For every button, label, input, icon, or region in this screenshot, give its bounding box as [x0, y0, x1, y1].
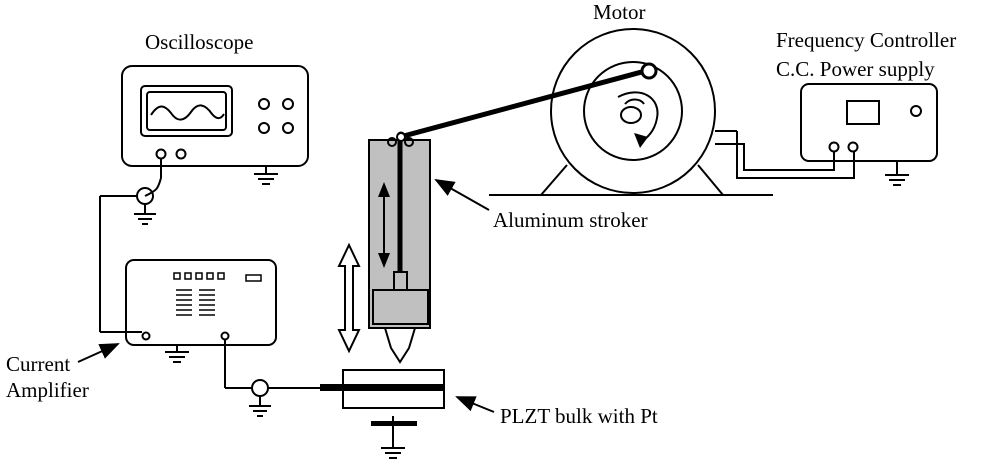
- motor: [489, 28, 773, 196]
- plzt-label: PLZT bulk with Pt: [500, 404, 658, 428]
- motor-power-wires: [736, 131, 855, 179]
- aluminum-stroker-pointer: [434, 179, 490, 211]
- oscilloscope-probe-cable: [99, 158, 162, 332]
- current-amplifier-label-line2: Amplifier: [6, 378, 89, 402]
- frequency-controller-label-line1: Frequency Controller: [776, 28, 956, 52]
- plzt-bulk-sample: [320, 369, 445, 459]
- plzt-signal-cable: [224, 340, 320, 417]
- amplifier-output-terminal: [141, 331, 151, 341]
- controller-terminal-right: [847, 141, 859, 153]
- current-amplifier-pointer: [77, 343, 120, 363]
- amplifier-input-terminal: [220, 331, 230, 341]
- current-amplifier-label-line1: Current: [6, 352, 70, 376]
- motor-label: Motor: [593, 0, 646, 24]
- waveform-trace: [150, 104, 225, 121]
- current-amplifier: [125, 259, 277, 363]
- controller-terminal-left: [828, 141, 840, 153]
- pt-electrode: [320, 384, 444, 391]
- connecting-rod: [396, 62, 658, 142]
- aluminum-stroker: [368, 131, 431, 364]
- oscilloscope-label: Oscilloscope: [145, 30, 253, 54]
- frequency-controller: [800, 83, 938, 186]
- plzt-pointer: [455, 396, 495, 413]
- vertical-motion-arrow: [337, 242, 361, 354]
- aluminum-stroker-label: Aluminum stroker: [493, 208, 648, 232]
- oscilloscope: [121, 65, 309, 185]
- frequency-controller-label-line2: C.C. Power supply: [776, 57, 935, 81]
